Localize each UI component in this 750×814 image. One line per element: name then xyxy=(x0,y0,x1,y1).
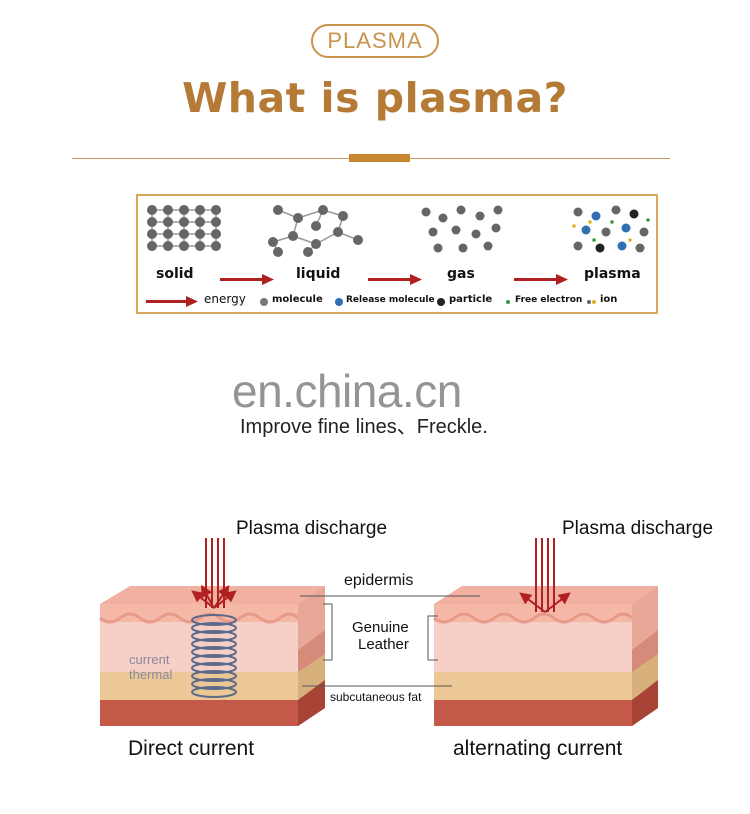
subcutaneous-fat-label: subcutaneous fat xyxy=(330,690,422,704)
plasma-badge: PLASMA xyxy=(311,24,439,58)
state-label-gas: gas xyxy=(447,266,475,282)
left-skin-block xyxy=(99,538,325,726)
legend-ion: ion xyxy=(600,294,618,305)
watermark: en.china.cn xyxy=(232,365,462,417)
epidermis-label: epidermis xyxy=(344,572,414,589)
liquid-network-icon xyxy=(268,205,363,257)
states-of-matter-panel: solid liquid gas plasma energy molecule … xyxy=(136,194,658,314)
solid-lattice-icon xyxy=(147,205,221,251)
direct-current-caption: Direct current xyxy=(128,737,255,760)
alternating-current-caption: alternating current xyxy=(453,737,623,760)
divider-accent xyxy=(349,154,410,162)
skin-layers-diagram xyxy=(99,538,658,726)
caption-text: Improve fine lines、Freckle. xyxy=(240,416,488,438)
state-label-plasma: plasma xyxy=(584,266,641,282)
right-plasma-discharge-label: Plasma discharge xyxy=(562,518,714,539)
legend-release-molecule: Release molecule xyxy=(346,295,435,305)
page-title: What is plasma? xyxy=(182,74,568,122)
state-label-liquid: liquid xyxy=(296,266,341,282)
genuine-label: Genuine xyxy=(352,619,409,636)
states-illustration xyxy=(146,205,650,307)
transition-arrows xyxy=(220,274,568,285)
state-label-solid: solid xyxy=(156,266,194,282)
legend-free-electron: Free electron xyxy=(515,295,583,305)
layer-callout-lines xyxy=(300,595,480,687)
legend-energy: energy xyxy=(204,292,246,306)
thermal-label: thermal xyxy=(129,667,173,682)
legend-markers xyxy=(146,296,596,307)
legend-particle: particle xyxy=(449,294,493,305)
current-label: current xyxy=(129,652,170,667)
gas-particles-icon xyxy=(421,205,503,253)
right-skin-block xyxy=(433,538,658,726)
leather-label: Leather xyxy=(358,636,409,653)
plasma-particles-icon xyxy=(572,205,650,253)
left-plasma-discharge-label: Plasma discharge xyxy=(236,518,388,539)
legend-molecule: molecule xyxy=(272,294,323,305)
